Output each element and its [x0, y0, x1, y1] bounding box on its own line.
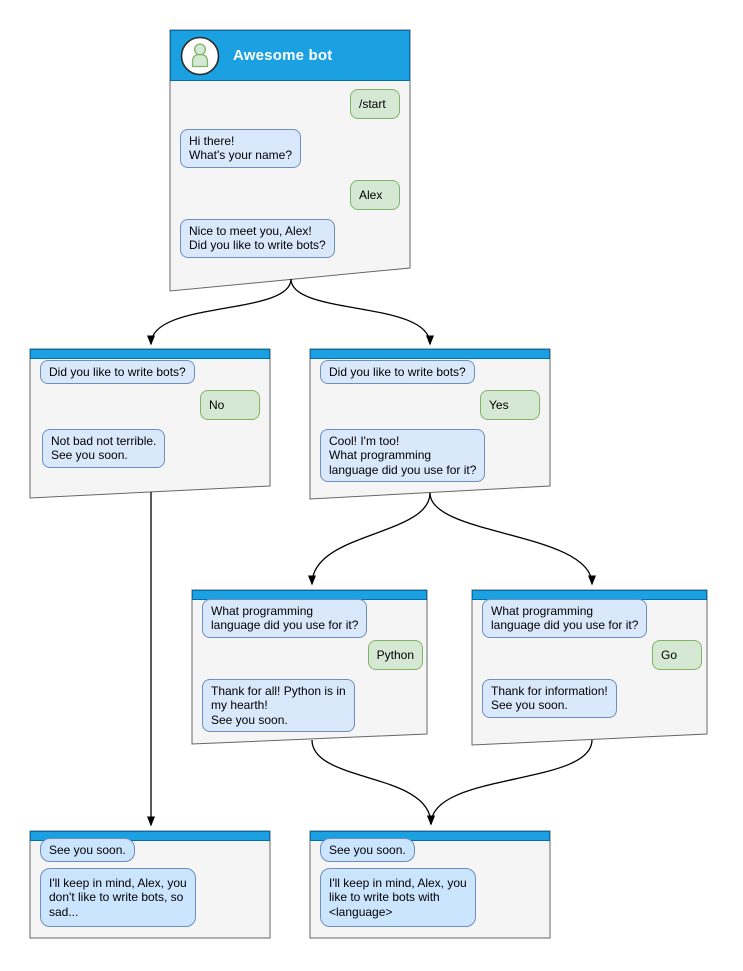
- chat-window-yes-header: [310, 349, 550, 359]
- bot-message-hi: Hi there! What's your name?: [180, 129, 302, 168]
- user-message-alex: Alex: [350, 180, 400, 211]
- chat-window-yes-branch: Did you like to write bots? Yes Cool! I'…: [310, 349, 550, 499]
- bot-avatar-icon: [180, 36, 220, 75]
- chat-window-end-no-header: [30, 831, 270, 841]
- edge-go-to-end: [427, 739, 593, 826]
- chat-window-go-branch: What programming language did you use fo…: [472, 590, 707, 745]
- chat-window-main: Awesome bot /start Hi there! What's your…: [170, 30, 410, 291]
- bot-message-see-you: See you soon.: [40, 838, 135, 863]
- chat-window-end-no: See you soon. I'll keep in mind, Alex, y…: [30, 831, 270, 938]
- bot-question: Did you like to write bots?: [320, 360, 475, 385]
- edge-main-to-no: [147, 278, 292, 346]
- chat-window-main-header: Awesome bot: [170, 30, 410, 81]
- chat-window-python-branch: What programming language did you use fo…: [192, 590, 427, 744]
- chat-window-end-yes: See you soon. I'll keep in mind, Alex, y…: [310, 831, 550, 938]
- bot-question: What programming language did you use fo…: [202, 599, 368, 638]
- bot-message-see-you: See you soon.: [320, 838, 415, 863]
- bot-reply: Thank for information! See you soon.: [482, 679, 617, 718]
- bot-reply: Thank for all! Python is in my hearth! S…: [202, 679, 355, 733]
- edge-yes-to-go: [429, 492, 596, 586]
- user-answer-no: No: [200, 390, 260, 421]
- chat-window-end-yes-header: [310, 831, 550, 841]
- bot-message-nice: Nice to meet you, Alex! Did you like to …: [180, 219, 335, 258]
- user-answer-go: Go: [652, 640, 702, 671]
- bot-question: What programming language did you use fo…: [482, 599, 648, 638]
- bot-message-keep-in-mind: I'll keep in mind, Alex, you don't like …: [40, 868, 196, 928]
- chat-window-no-header: [30, 349, 270, 359]
- chat-window-no-branch: Did you like to write bots? No Not bad n…: [30, 349, 270, 498]
- bot-title: Awesome bot: [233, 47, 333, 64]
- bot-reply: Not bad not terrible. See you soon.: [42, 429, 166, 468]
- edge-python-to-end: [311, 739, 435, 826]
- edge-yes-to-python: [308, 492, 431, 586]
- user-answer-yes: Yes: [480, 390, 540, 421]
- user-answer-python: Python: [367, 640, 423, 671]
- user-message-start: /start: [350, 89, 400, 120]
- edge-main-to-yes: [290, 278, 434, 346]
- bot-message-keep-in-mind: I'll keep in mind, Alex, you like to wri…: [320, 868, 476, 928]
- bot-reply: Cool! I'm too! What programming language…: [320, 429, 486, 483]
- bot-question: Did you like to write bots?: [40, 360, 195, 385]
